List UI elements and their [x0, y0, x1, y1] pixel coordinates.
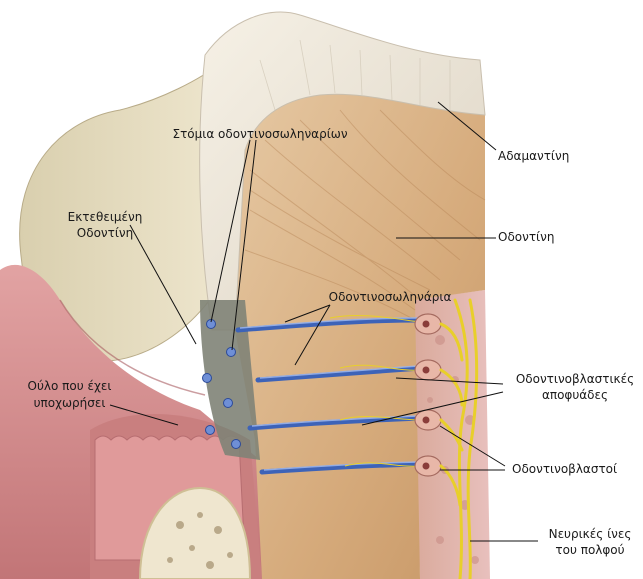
label-receded-gum-1: Ούλο που έχει [12, 379, 127, 394]
label-enamel: Αδαμαντίνη [498, 149, 569, 164]
label-receded-gum-2: υποχωρήσει [12, 396, 127, 411]
label-pulp-nerves-1: Νευρικές ίνες [540, 527, 640, 542]
label-odontoblast-processes-2: αποφυάδες [505, 388, 643, 403]
label-odontoblast-processes-1: Οδοντινοβλαστικές [505, 372, 643, 387]
label-pulp-nerves-2: του πολφού [540, 543, 640, 558]
label-dentinal-tubules: Οδοντινοσωληνάρια [315, 290, 465, 305]
label-exposed-dentin-1: Εκτεθειμένη [40, 210, 170, 225]
label-tubule-openings: Στόμια οδοντινοσωληναρίων [150, 127, 370, 142]
label-dentin: Οδοντίνη [498, 230, 554, 245]
label-exposed-dentin-2: Οδοντίνη [40, 226, 170, 241]
label-odontoblasts: Οδοντινοβλαστοί [512, 462, 617, 477]
